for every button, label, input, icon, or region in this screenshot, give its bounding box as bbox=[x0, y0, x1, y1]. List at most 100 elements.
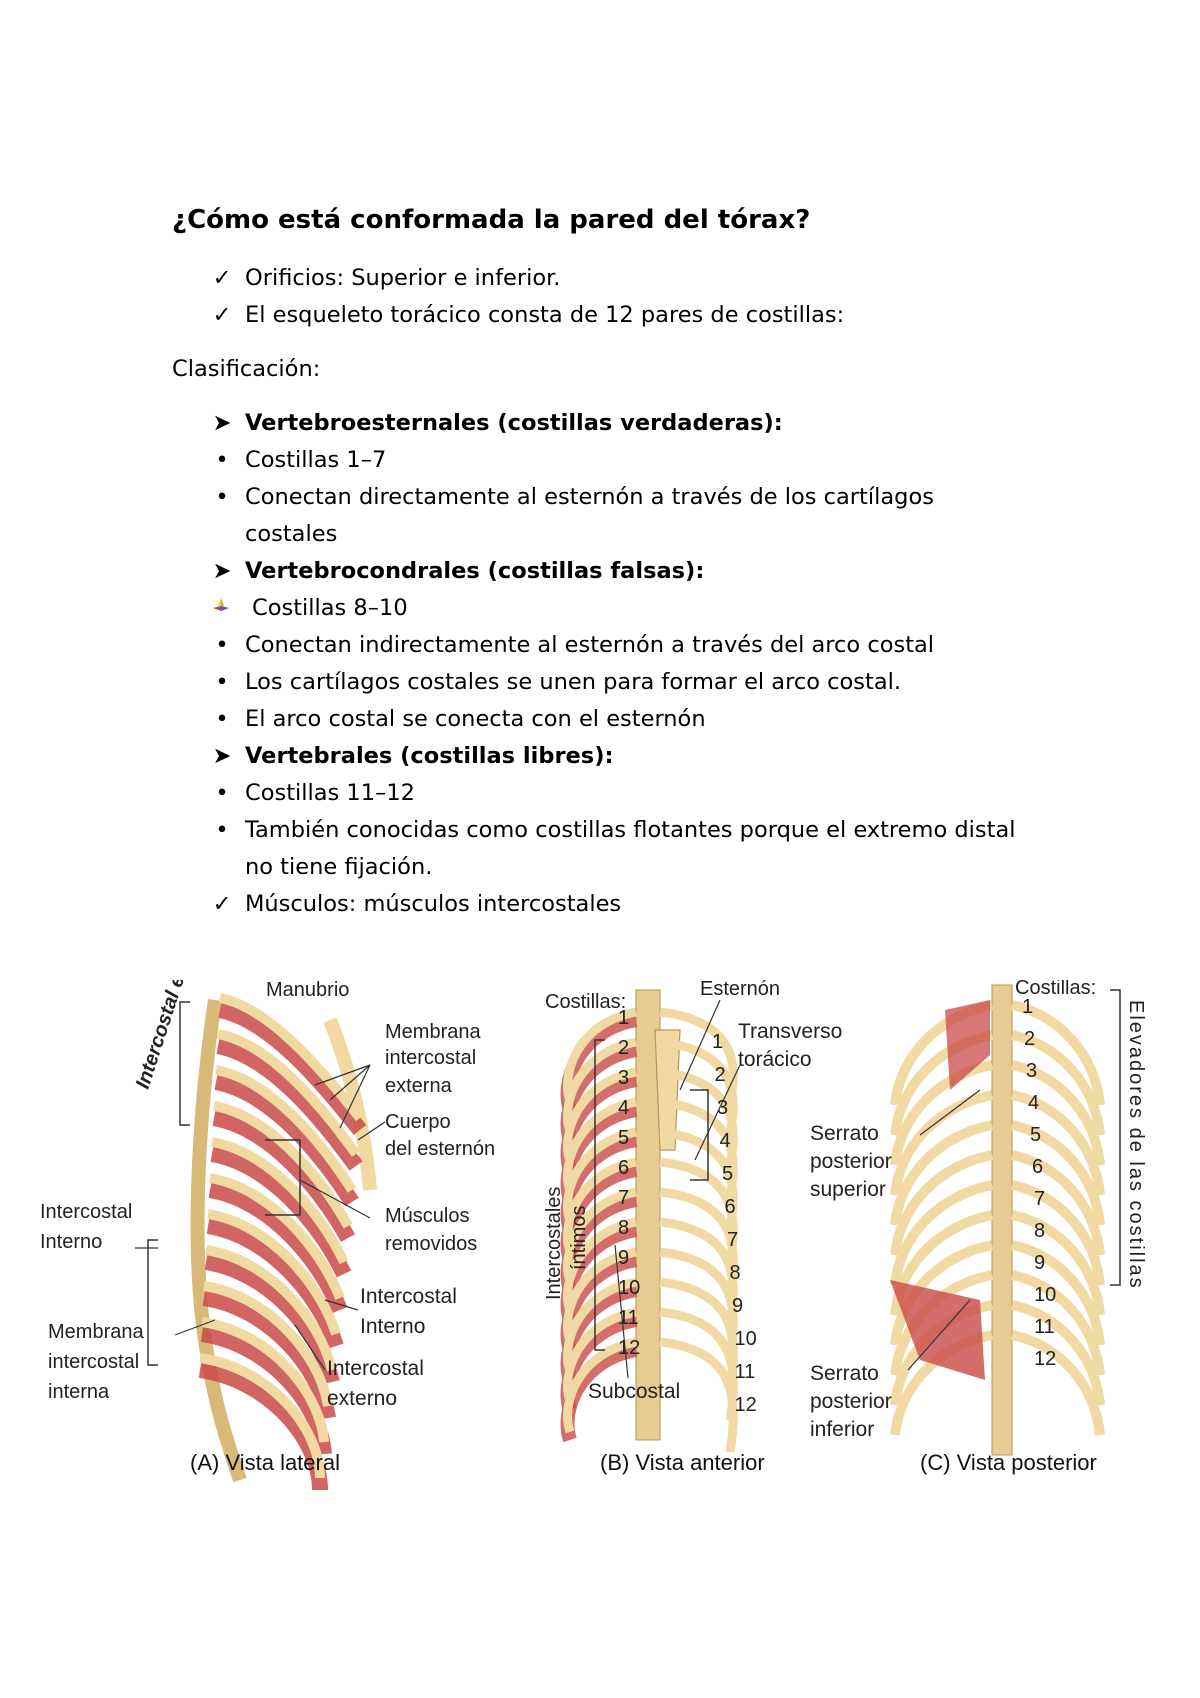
label-intercostal-externo-side: Intercostal externo bbox=[132, 980, 208, 1092]
rib-number-label: 5 bbox=[1030, 1124, 1041, 1146]
arrow-bullet-icon: ➤ bbox=[212, 558, 232, 584]
bullet-dot-icon: • bbox=[215, 484, 229, 510]
label-costillas-c: Costillas: bbox=[1015, 980, 1096, 999]
list-item: ✓ El esqueleto torácico consta de 12 par… bbox=[213, 302, 845, 328]
label-serrato-inferior-2: posterior bbox=[810, 1390, 892, 1413]
rib-number-label: 3 bbox=[618, 1067, 629, 1089]
rib-number-label: 10 bbox=[1034, 1284, 1056, 1306]
rib bbox=[1010, 1240, 1105, 1346]
rib-number-label: 9 bbox=[1034, 1252, 1045, 1274]
label-serrato-superior-3: superior bbox=[810, 1178, 886, 1201]
bullet-dot-icon: • bbox=[215, 817, 229, 843]
rib bbox=[216, 1029, 361, 1157]
list-item: • Costillas 11–12 bbox=[215, 780, 415, 806]
rib bbox=[207, 1209, 341, 1336]
rib-number-label: 2 bbox=[618, 1037, 629, 1059]
rib-number-label: 7 bbox=[1034, 1188, 1045, 1210]
rib-number-label: 1 bbox=[712, 1031, 723, 1053]
label-intercostal-externo: Intercostal bbox=[327, 1357, 424, 1380]
rib bbox=[659, 1337, 738, 1453]
rib-number-label: 2 bbox=[715, 1064, 726, 1086]
label-serrato-inferior: Serrato bbox=[810, 1362, 879, 1385]
rib-number-label: 2 bbox=[1024, 1028, 1035, 1050]
rib bbox=[1010, 1180, 1105, 1286]
rib-number-label: 7 bbox=[618, 1187, 629, 1209]
rib-number-label: 5 bbox=[722, 1163, 733, 1185]
label-membrana-externa-2: intercostal bbox=[385, 1047, 476, 1069]
rib bbox=[1010, 1030, 1105, 1136]
label-membrana-interna: Membrana bbox=[48, 1321, 144, 1343]
label-esternon: Esternón bbox=[700, 980, 780, 1000]
rib-number-label: 7 bbox=[727, 1229, 738, 1251]
group-title: ➤ Vertebrales (costillas libres): bbox=[213, 743, 614, 769]
rib-number-label: 6 bbox=[725, 1196, 736, 1218]
rib bbox=[1010, 1270, 1105, 1376]
list-item: ✓ Orificios: Superior e inferior. bbox=[213, 265, 561, 291]
rib bbox=[205, 1245, 337, 1372]
rib-number-label: 11 bbox=[735, 1361, 756, 1383]
group-title: ➤ Vertebroesternales (costillas verdader… bbox=[213, 410, 783, 436]
rib bbox=[563, 1337, 637, 1434]
serratus-posterior-inferior bbox=[890, 1280, 985, 1380]
label-intercostales-intimos-2: íntimos bbox=[568, 1206, 590, 1270]
list-item: Costillas 8–10 bbox=[213, 595, 408, 621]
rib-number-label: 8 bbox=[730, 1262, 741, 1284]
intercostal-muscle bbox=[214, 1074, 359, 1207]
colored-bullet-icon bbox=[208, 595, 234, 623]
thorax-figure: Intercostal externo Manubrio Membrana in… bbox=[40, 980, 1170, 1580]
intercostal-muscle bbox=[210, 1146, 352, 1278]
rib-number-label: 4 bbox=[720, 1130, 731, 1152]
arrow-bullet-icon: ➤ bbox=[212, 743, 232, 769]
rib-number-label: 10 bbox=[618, 1277, 640, 1299]
rib bbox=[1010, 1090, 1105, 1196]
intercostal-muscle bbox=[208, 1182, 348, 1314]
rib bbox=[1010, 1330, 1105, 1436]
check-icon: ✓ bbox=[212, 302, 232, 328]
group-title: ➤ Vertebrocondrales (costillas falsas): bbox=[213, 558, 705, 584]
rib-number-label: 1 bbox=[1022, 996, 1033, 1018]
rib bbox=[209, 1173, 345, 1300]
rib bbox=[890, 1240, 994, 1346]
rib-number-label: 5 bbox=[618, 1127, 629, 1149]
label-intercostales-intimos: Intercostales bbox=[543, 1187, 565, 1300]
label-intercostal-interno: Intercostal bbox=[360, 1285, 457, 1308]
list-item: • Conectan indirectamente al esternón a … bbox=[215, 632, 934, 658]
rib bbox=[890, 1180, 994, 1286]
rib-number-label: 10 bbox=[735, 1328, 757, 1350]
rib bbox=[212, 1101, 353, 1229]
label-intercostal-externo-2: externo bbox=[327, 1387, 397, 1410]
list-item: • Costillas 1–7 bbox=[215, 447, 386, 473]
intercostal-muscle bbox=[218, 1002, 367, 1135]
label-intercostal-interno-left-2: Interno bbox=[40, 1231, 102, 1253]
list-item: • El arco costal se conecta con el ester… bbox=[215, 706, 705, 732]
rib bbox=[1010, 1150, 1105, 1256]
list-item: • Los cartílagos costales se unen para f… bbox=[215, 669, 901, 695]
bullet-dot-icon: • bbox=[215, 447, 229, 473]
check-icon: ✓ bbox=[212, 265, 232, 291]
rib bbox=[199, 1353, 325, 1479]
bullet-dot-icon: • bbox=[215, 780, 229, 806]
label-transverso-toracico-2: torácico bbox=[738, 1048, 812, 1071]
rib bbox=[214, 1065, 357, 1193]
label-intercostal-interno-2: Interno bbox=[360, 1315, 425, 1338]
rib bbox=[211, 1137, 349, 1265]
list-item: • Conectan directamente al esternón a tr… bbox=[215, 484, 934, 510]
list-item: ✓ Músculos: músculos intercostales bbox=[213, 891, 622, 917]
rib-number-label: 1 bbox=[618, 1007, 629, 1029]
rib-number-label: 9 bbox=[732, 1295, 743, 1317]
rib-number-label: 12 bbox=[735, 1394, 757, 1416]
caption-panel-c: (C) Vista posterior bbox=[920, 1450, 1097, 1475]
rib bbox=[203, 1281, 333, 1407]
rib bbox=[1010, 1000, 1105, 1106]
intercostal-muscle bbox=[212, 1110, 355, 1242]
list-item: • También conocidas como costillas flota… bbox=[215, 817, 1015, 843]
rib-number-label: 8 bbox=[618, 1217, 629, 1239]
intercostal-muscle bbox=[216, 1038, 363, 1171]
rib-number-label: 12 bbox=[618, 1337, 640, 1359]
check-icon: ✓ bbox=[212, 891, 232, 917]
rib bbox=[1010, 1060, 1105, 1166]
label-membrana-externa: Membrana bbox=[385, 1021, 481, 1043]
